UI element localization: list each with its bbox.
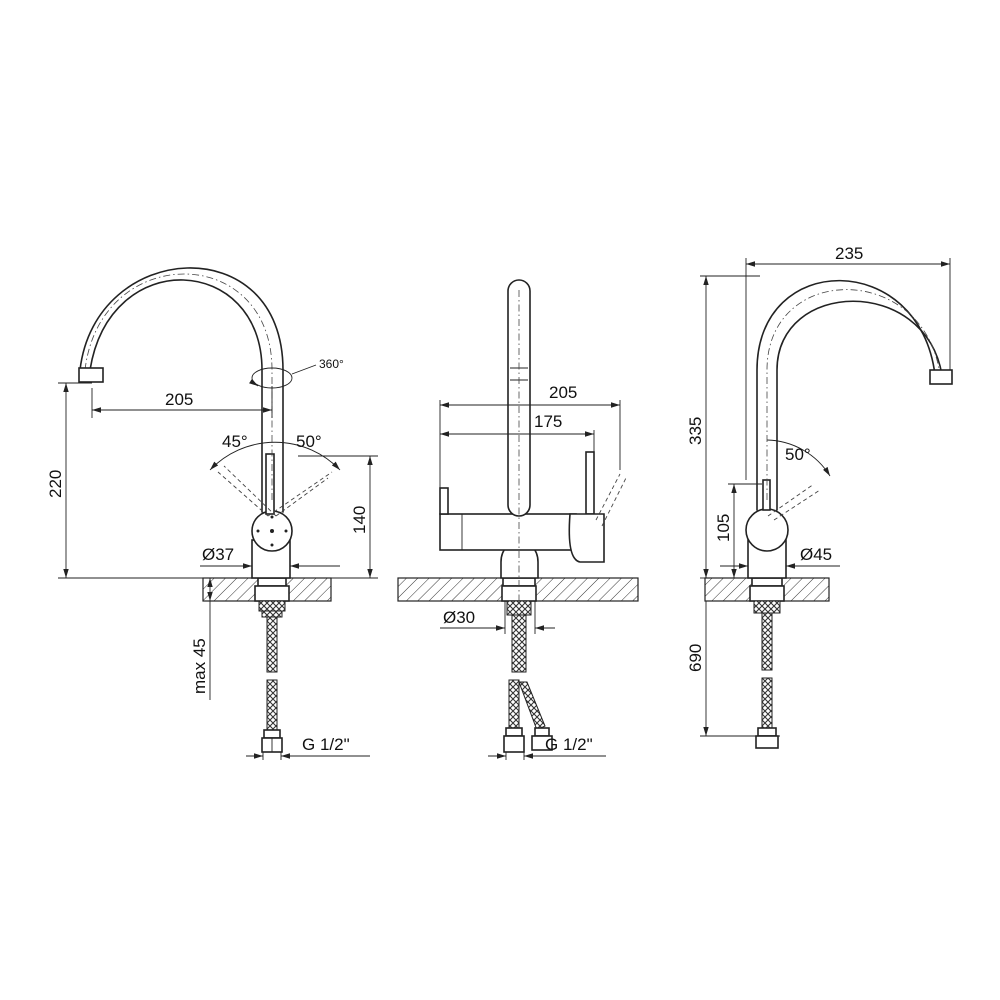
dim-hose-length: 690 [686, 644, 705, 672]
dim-thread-side: G 1/2" [302, 735, 350, 754]
dim-body-diameter-rear: Ø45 [800, 545, 832, 564]
supply-hose-right [761, 612, 773, 671]
spout-side [89, 279, 263, 513]
side-view: 205 220 140 Ø37 max 45 G 1/2" 45° 50° 36… [46, 267, 378, 760]
dim-body-diameter-side: Ø37 [202, 545, 234, 564]
lever-rear [762, 479, 771, 511]
dim-max-thickness: max 45 [190, 638, 209, 694]
dim-angle-right: 50° [296, 432, 322, 451]
dim-handle-width-front: 175 [534, 412, 562, 431]
dim-angle-left: 45° [222, 432, 248, 451]
dim-base-diameter-front: Ø30 [443, 608, 475, 627]
dim-spout-reach-rear: 235 [835, 244, 863, 263]
dim-lever-height-side: 140 [350, 506, 369, 534]
dim-angle-rear: 50° [785, 445, 811, 464]
dim-thread-front: G 1/2" [545, 735, 593, 754]
lever-side [265, 453, 275, 515]
front-view: 205 175 Ø30 G 1/2" [397, 279, 639, 760]
dim-total-height-side: 220 [46, 470, 65, 498]
dim-total-height-rear: 335 [686, 417, 705, 445]
dim-spout-reach-side: 205 [165, 390, 193, 409]
supply-hose-middle [511, 614, 527, 673]
dim-lever-height-rear: 105 [714, 514, 733, 542]
spout-rear [756, 279, 936, 511]
faucet-body-front [439, 513, 577, 551]
dim-overall-width-front: 205 [549, 383, 577, 402]
rear-view: 235 335 105 Ø45 690 50° [686, 244, 953, 749]
supply-hose-left [266, 616, 278, 673]
dim-rotation: 360° [319, 357, 344, 371]
